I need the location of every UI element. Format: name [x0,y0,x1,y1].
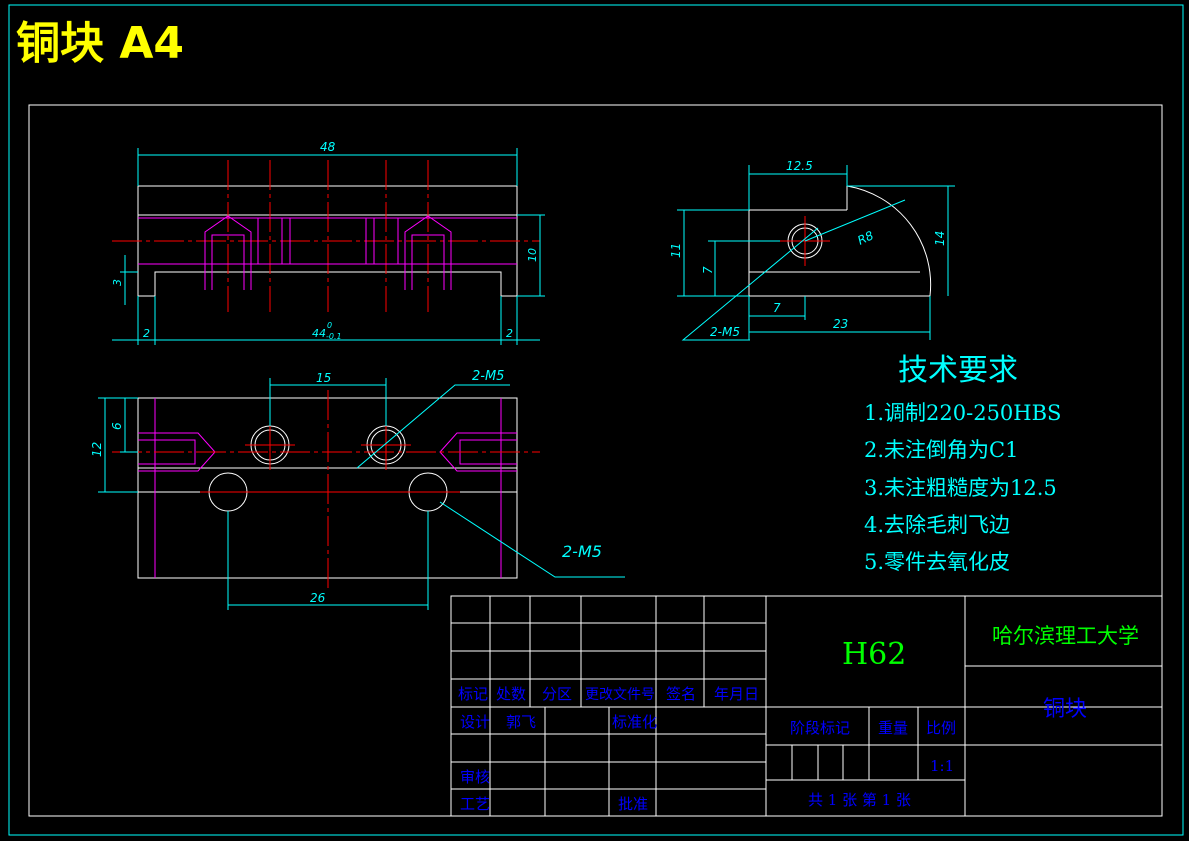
hidden-thread-left-inner [211,234,245,290]
hidden-thread-left [204,215,252,290]
dim-text-23: 23 [833,317,848,331]
tb-header-change-doc: 更改文件号 [585,687,655,703]
thread-note-bottom: 2-M5 [562,542,602,561]
front-view-outline [137,185,518,297]
side-view-outline [748,210,931,297]
dim-text-10: 10 [526,248,539,262]
tb-header-count: 处数 [496,685,526,703]
leader-m5 [681,227,819,341]
hidden-thread-right-inner [411,234,445,290]
dim-text-15: 15 [316,371,331,385]
hidden-hole [257,217,283,265]
requirement-item: 4.去除毛刺飞边 [864,513,1010,537]
title-block [450,595,1163,817]
tb-stage-label: 阶段标记 [790,719,850,737]
tb-review-label: 审核 [460,768,490,786]
requirement-item: 2.未注倒角为C1 [864,438,1018,462]
side-view: 12.5 R8 14 11 7 7 23 2-M5 [669,159,955,341]
requirement-item: 3.未注粗糙度为12.5 [864,476,1057,500]
dim-text-44: 44 [312,327,326,340]
requirement-item: 5.零件去氧化皮 [864,550,1010,574]
dim-text-2-left: 2 [143,327,150,340]
tb-approve-label: 批准 [618,795,648,813]
tb-header-zone: 分区 [542,685,572,703]
requirements-heading: 技术要求 [898,353,1018,388]
top-view: 15 26 12 6 2-M5 2-M5 [90,369,625,610]
dim-text-26: 26 [310,591,326,605]
leader-m5-bottom [439,501,625,578]
side-view-arc [846,185,932,297]
tb-standardization-label: 标准化 [612,713,657,731]
dim-tol-upper: 0 [327,321,332,330]
requirement-item: 1.调制220-250HBS [864,401,1061,425]
dim-text-3: 3 [111,279,124,286]
drawing-title: 铜块 A4 [16,18,184,69]
dim-text-2-right: 2 [506,327,513,340]
dim-text-12-5: 12.5 [786,159,813,173]
tb-weight-label: 重量 [878,719,908,737]
tb-header-date: 年月日 [714,685,759,703]
tb-sheet-info: 共 1 张 第 1 张 [808,791,911,809]
front-view: 48 44 0 -0.1 2 2 3 10 [111,140,545,345]
dim-tol-lower: -0.1 [326,332,342,341]
hidden-thread-top-left-inner [138,439,196,465]
dim-text-11: 11 [669,243,683,258]
dim-text-r8: R8 [855,228,876,248]
tb-designer: 郭飞 [506,713,536,731]
tb-design-label: 设计 [460,713,490,731]
dim-text-7-h: 7 [773,301,781,315]
thread-note-top: 2-M5 [472,369,504,384]
tb-scale-label: 比例 [926,719,956,737]
leader-m5-top [356,384,510,469]
dim-text-6: 6 [110,422,124,430]
dim-text-14: 14 [933,231,947,246]
tb-header-signature: 签名 [666,685,696,703]
hidden-hole [373,217,399,265]
tb-material: H62 [842,637,906,672]
title-block-border [450,595,1163,817]
tb-header-mark: 标记 [458,685,488,703]
hidden-thread-right [404,215,452,290]
dim-text-7-v: 7 [701,266,715,274]
technical-requirements: 技术要求 1.调制220-250HBS 2.未注倒角为C1 3.未注粗糙度为12… [864,353,1061,574]
dim-text-12: 12 [90,442,104,457]
tb-part-name: 铜块 [1043,697,1087,722]
tb-university: 哈尔滨理工大学 [992,624,1139,648]
title-block-text: H62 哈尔滨理工大学 铜块 标记 处数 分区 更改文件号 签名 年月日 设计 … [458,624,1139,813]
tb-scale-value: 1:1 [930,757,954,775]
thread-note-side: 2-M5 [710,325,740,339]
leader-r8 [804,199,906,242]
outer-frame [8,4,1184,836]
dim-text-48: 48 [320,140,336,154]
tb-process-label: 工艺 [460,795,490,813]
